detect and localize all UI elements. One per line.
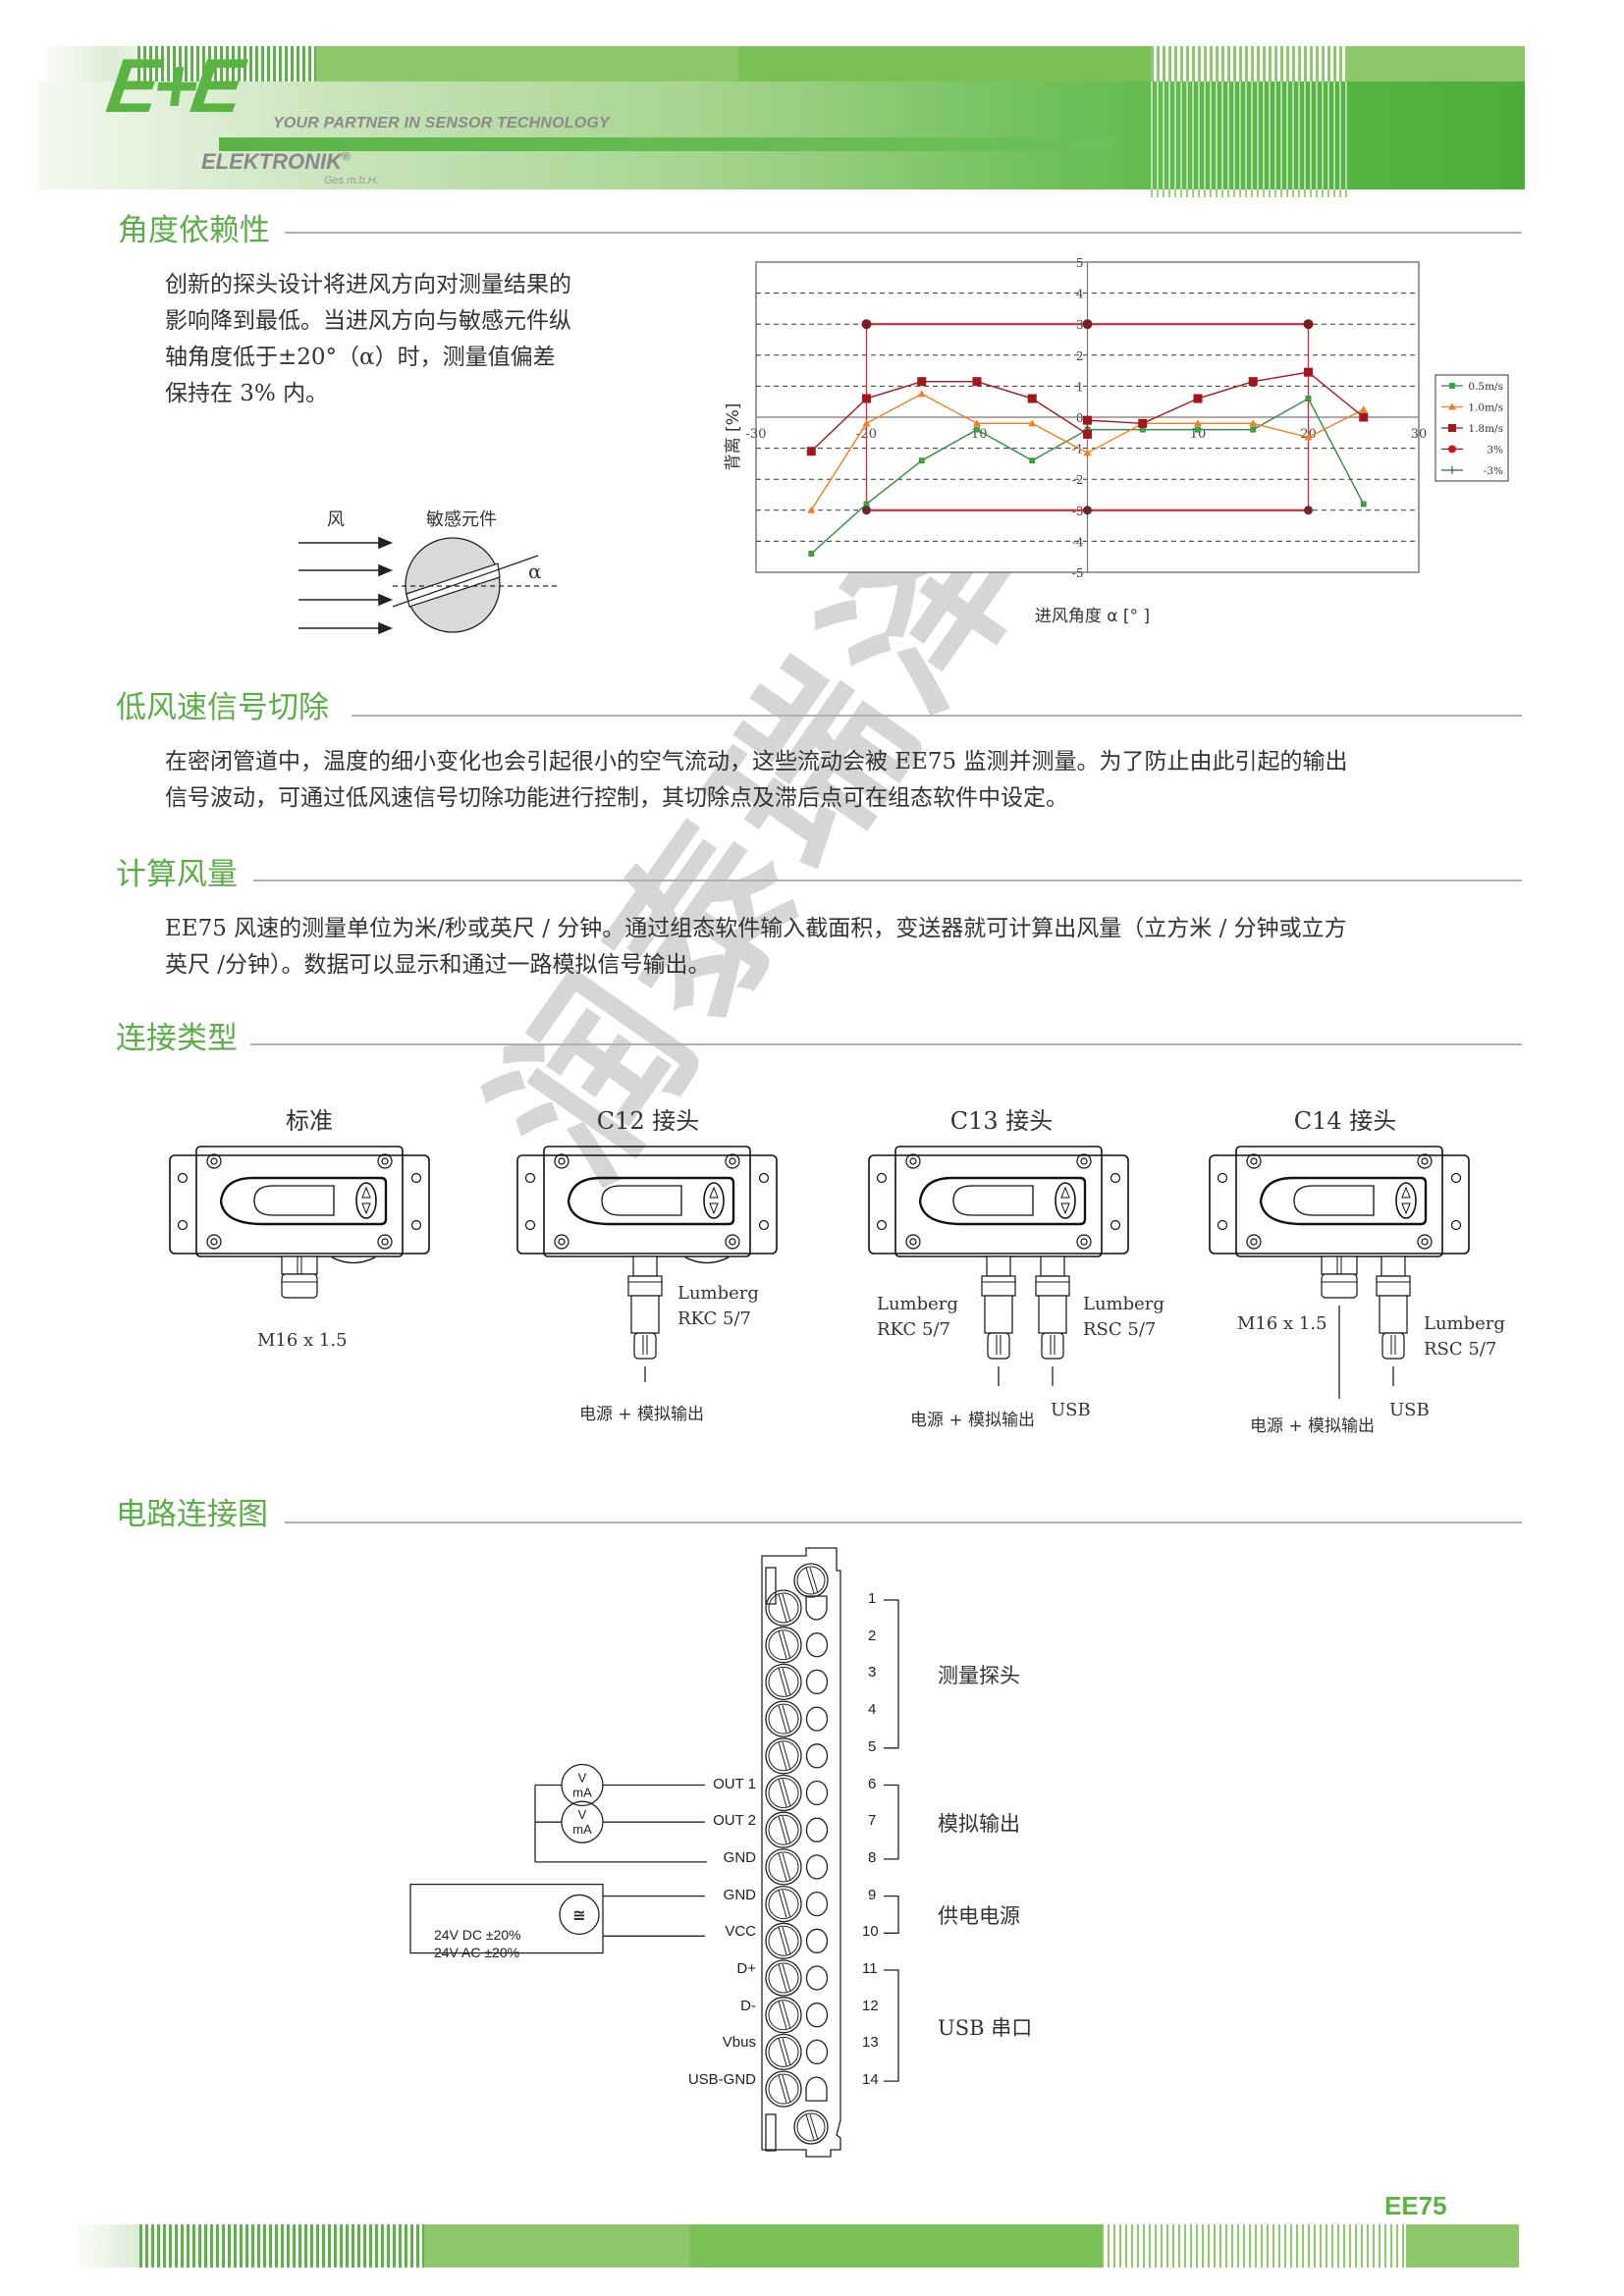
terminal-number: 12	[862, 1997, 879, 2014]
c14-gland-label: M16 x 1.5	[1237, 1313, 1327, 1334]
wind-label: 风	[327, 509, 345, 530]
section-title-flow-calc: 计算风量	[116, 860, 244, 890]
svg-text:0: 0	[1076, 411, 1084, 425]
section-title-circuit: 电路连接图	[116, 1500, 274, 1530]
legal-form: Ges.m.b.H.	[324, 175, 379, 187]
svg-text:1: 1	[1076, 380, 1084, 394]
svg-text:2: 2	[1076, 349, 1084, 363]
terminal-number: 8	[868, 1848, 877, 1866]
terminal-label: Vbus	[722, 2034, 756, 2052]
terminal-number: 11	[862, 1960, 878, 1977]
terminal-label: USB-GND	[687, 2071, 756, 2089]
section-divider	[285, 1522, 1522, 1523]
svg-text:mA: mA	[572, 1786, 592, 1800]
section-divider	[285, 232, 1522, 234]
section-title-angle: 角度依赖性	[118, 216, 276, 246]
c12-output-label: 电源 + 模拟输出	[579, 1405, 705, 1424]
terminal-label: OUT 1	[713, 1775, 756, 1792]
terminal-number: 6	[868, 1775, 877, 1792]
svg-text:-4: -4	[1072, 535, 1084, 549]
svg-text:-10: -10	[967, 427, 988, 442]
terminal-number: 1	[868, 1590, 877, 1607]
terminal-number: 10	[862, 1923, 879, 1941]
header-top-band	[37, 46, 1525, 81]
section-divider	[352, 715, 1522, 717]
company-name: ELEKTRONIK®	[201, 149, 351, 174]
terminal-number: 9	[868, 1886, 877, 1903]
svg-text:4: 4	[1076, 288, 1084, 301]
sensor-label: 敏感元件	[426, 509, 497, 530]
svg-text:5: 5	[1076, 256, 1084, 270]
header-main-band	[37, 81, 1525, 189]
c14-output-label: 电源 + 模拟输出	[1250, 1416, 1376, 1436]
company-logo: E+E	[101, 42, 244, 129]
svg-text:-3%: -3%	[1484, 465, 1503, 477]
svg-text:-5: -5	[1072, 566, 1084, 580]
svg-text:-2: -2	[1072, 473, 1084, 487]
terminal-group-label: 供电电源	[938, 1904, 1020, 1929]
svg-text:V: V	[578, 1771, 587, 1786]
terminal-group-label: 模拟输出	[938, 1812, 1020, 1837]
flow-calc-description: EE75 风速的测量单位为米/秒或英尺 / 分钟。通过组态软件输入截面积，变送器…	[165, 916, 1347, 978]
terminal-label: D+	[736, 1960, 756, 1977]
supply-spec: 24V DC ±20% 24V AC ±20%	[434, 1927, 521, 1960]
svg-text:≅: ≅	[572, 1905, 585, 1924]
svg-text:1.8m/s: 1.8m/s	[1468, 423, 1503, 435]
terminal-number: 7	[868, 1812, 877, 1830]
terminal-number: 5	[868, 1737, 877, 1755]
angle-description: 创新的探头设计将进风方向对测量结果的 影响降到最低。当进风方向与敏感元件纵 轴角…	[165, 272, 571, 406]
connection-type-c13-title: C13 接头	[949, 1107, 1054, 1135]
wind-angle-diagram	[298, 536, 560, 635]
c14-usb-label: USB	[1389, 1400, 1430, 1420]
svg-text:背离 [%]: 背离 [%]	[724, 403, 743, 471]
connection-type-c12-title: C12 接头	[596, 1107, 700, 1135]
standard-gland-label: M16 x 1.5	[257, 1330, 348, 1351]
section-divider	[250, 1043, 1522, 1045]
svg-text:-30: -30	[746, 427, 767, 442]
c13-output-label: 电源 + 模拟输出	[910, 1411, 1036, 1430]
terminal-number: 13	[862, 2034, 879, 2052]
terminal-group-label: USB 串口	[938, 2015, 1033, 2040]
footer-model: EE75	[1384, 2191, 1447, 2220]
terminal-label: OUT 2	[713, 1812, 756, 1830]
svg-text:mA: mA	[572, 1822, 592, 1837]
svg-text:3%: 3%	[1487, 445, 1503, 456]
terminal-number: 2	[868, 1627, 877, 1644]
svg-text:30: 30	[1411, 427, 1428, 442]
terminal-number: 4	[868, 1701, 877, 1719]
terminal-number: 14	[862, 2071, 879, 2089]
terminal-number: 3	[868, 1664, 877, 1682]
svg-text:1.0m/s: 1.0m/s	[1468, 402, 1503, 414]
connection-type-c14-title: C14 接头	[1293, 1107, 1397, 1135]
svg-text:10: 10	[1190, 427, 1207, 442]
angle-alpha-label: α	[528, 560, 542, 583]
terminal-group-label: 测量探头	[938, 1664, 1020, 1688]
tagline: YOUR PARTNER IN SENSOR TECHNOLOGY	[273, 115, 610, 132]
low-flow-description: 在密闭管道中，温度的细小变化也会引起很小的空气流动，这些流动会被 EE75 监测…	[165, 749, 1348, 811]
svg-text:0.5m/s: 0.5m/s	[1468, 381, 1503, 393]
c13-usb-label: USB	[1051, 1400, 1091, 1420]
terminal-label: VCC	[725, 1923, 756, 1941]
header-accent-bar	[219, 137, 1112, 151]
section-title-connection: 连接类型	[116, 1024, 244, 1054]
terminal-label: D-	[740, 1997, 756, 2014]
svg-text:进风角度 α [° ]: 进风角度 α [° ]	[1035, 607, 1150, 626]
section-title-low-flow: 低风速信号切除	[116, 693, 335, 723]
svg-text:-1: -1	[1072, 443, 1084, 456]
terminal-label: GND	[723, 1848, 756, 1866]
connection-type-standard-title: 标准	[286, 1107, 333, 1135]
svg-text:V: V	[578, 1807, 587, 1822]
footer-band	[71, 2224, 1519, 2268]
terminal-label: GND	[723, 1886, 756, 1903]
connection-type-drawings	[169, 1146, 1470, 1399]
page-header	[37, 46, 1525, 197]
section-divider	[253, 880, 1522, 881]
